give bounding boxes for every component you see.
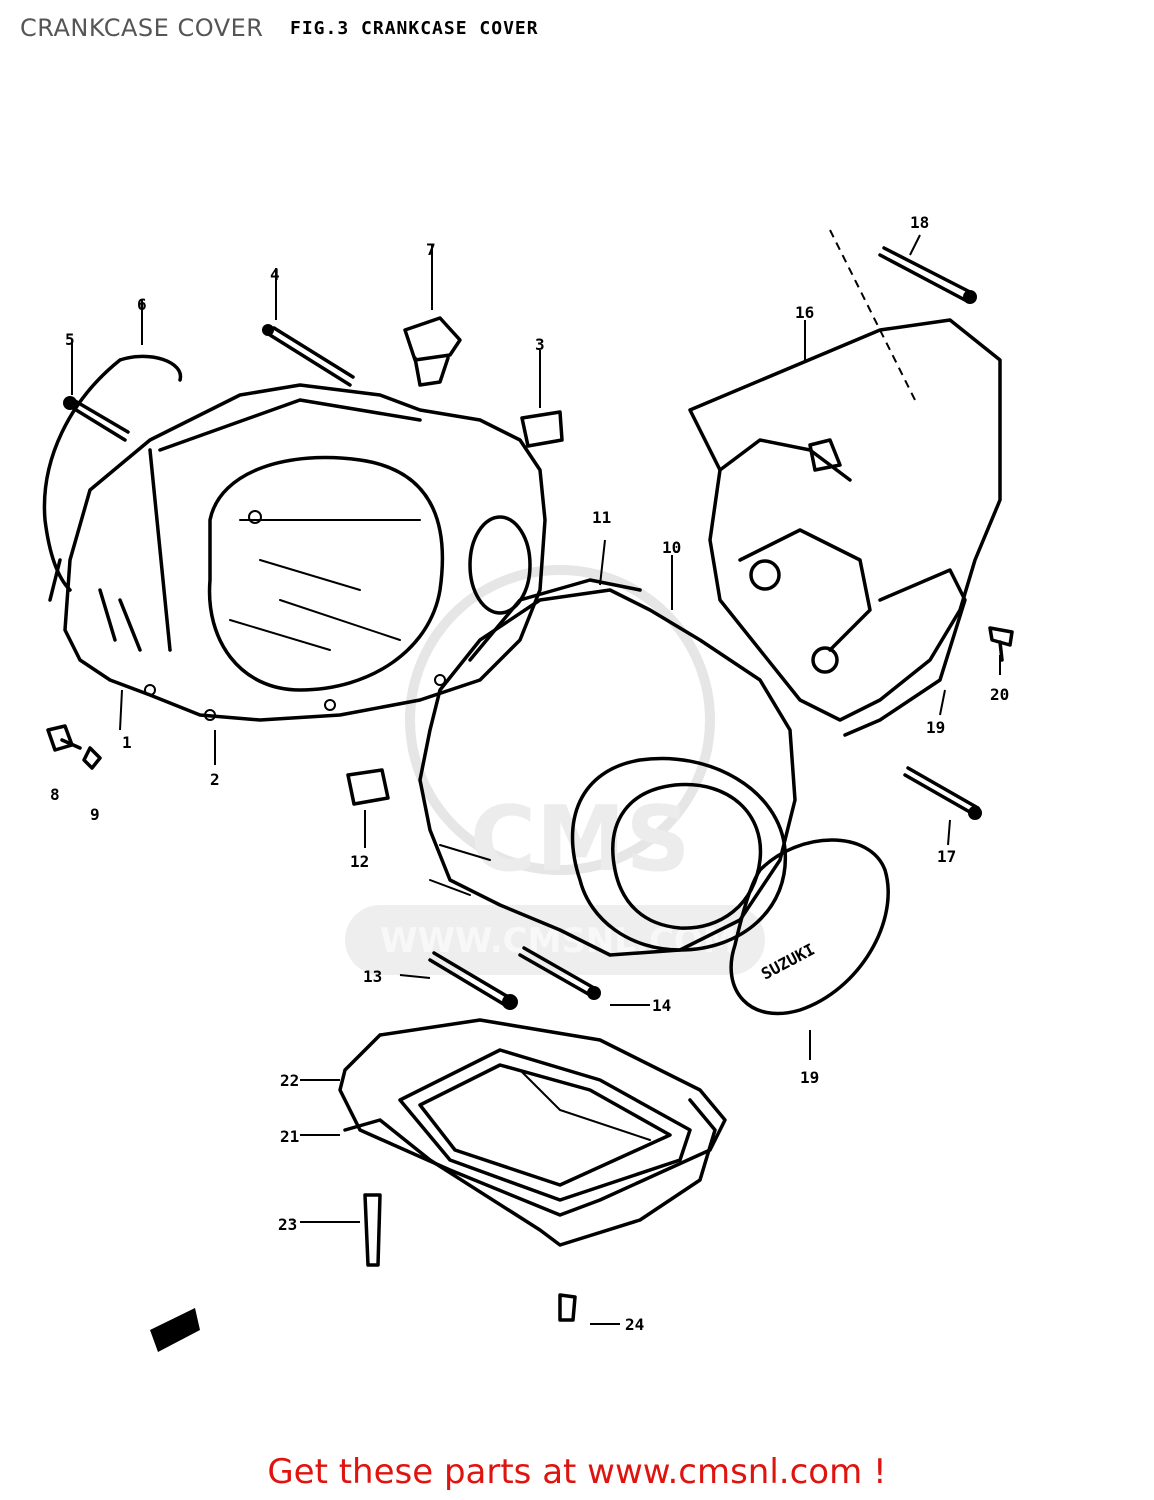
figure-caption: FIG.3 CRANKCASE COVER xyxy=(290,18,539,39)
bolt-17 xyxy=(903,766,980,817)
part-label: 6 xyxy=(137,295,147,314)
page-title: CRANKCASE COVER xyxy=(20,14,264,42)
bolt-8 xyxy=(46,724,82,752)
part-label: 18 xyxy=(910,213,929,232)
part-label: 1 xyxy=(122,733,132,752)
parts-shop-link[interactable]: Get these parts at www.cmsnl.com ! xyxy=(267,1452,887,1492)
part-label: 10 xyxy=(662,538,681,557)
part-label: 19 xyxy=(800,1068,819,1087)
front-direction-arrow xyxy=(150,1308,200,1352)
cover-logo: SUZUKI xyxy=(758,940,818,984)
gasket-22 xyxy=(338,1018,727,1217)
bolt-14 xyxy=(518,946,596,997)
rear-cover-16 xyxy=(688,318,1002,722)
part-label: 16 xyxy=(795,303,814,322)
dowel-3 xyxy=(520,410,564,448)
part-label: 23 xyxy=(278,1215,297,1234)
bolt-5 xyxy=(66,396,130,442)
part-labels: 1 2 3 4 5 6 7 8 9 10 11 12 13 14 16 17 1… xyxy=(50,213,1009,1334)
dowel-12 xyxy=(346,768,390,806)
part-label: 12 xyxy=(350,852,369,871)
gasket-11 xyxy=(468,578,642,662)
part-label: 13 xyxy=(363,967,382,986)
part-label: 24 xyxy=(625,1315,644,1334)
right-crankcase-cover xyxy=(418,588,797,957)
oil-pan-21 xyxy=(343,1048,717,1247)
watermark: CMS WWW.CMSNL.COM xyxy=(345,565,765,975)
part-label: 2 xyxy=(210,770,220,789)
part-label: 19 xyxy=(926,718,945,737)
part-label: 11 xyxy=(592,508,611,527)
part-label: 5 xyxy=(65,330,75,349)
part-label: 21 xyxy=(280,1127,299,1146)
plug-7 xyxy=(403,316,462,387)
part-label: 8 xyxy=(50,785,60,804)
bolt-20 xyxy=(988,626,1014,662)
part-label: 3 xyxy=(535,335,545,354)
bolt-18 xyxy=(878,246,972,302)
bolt-13 xyxy=(428,951,512,1007)
part-label: 17 xyxy=(937,847,956,866)
left-crankcase-cover xyxy=(48,383,547,722)
gasket-6 xyxy=(42,354,183,592)
part-label: 4 xyxy=(270,265,280,284)
gasket-19-upper xyxy=(843,568,967,737)
part-label: 7 xyxy=(426,240,436,259)
part-label: 9 xyxy=(90,805,100,824)
washer-9 xyxy=(82,746,102,770)
bolt-4 xyxy=(268,326,355,387)
bolt-24 xyxy=(558,1293,577,1322)
bolt-23 xyxy=(363,1193,382,1267)
part-label: 14 xyxy=(652,996,671,1015)
part-label: 22 xyxy=(280,1071,299,1090)
part-label: 20 xyxy=(990,685,1009,704)
